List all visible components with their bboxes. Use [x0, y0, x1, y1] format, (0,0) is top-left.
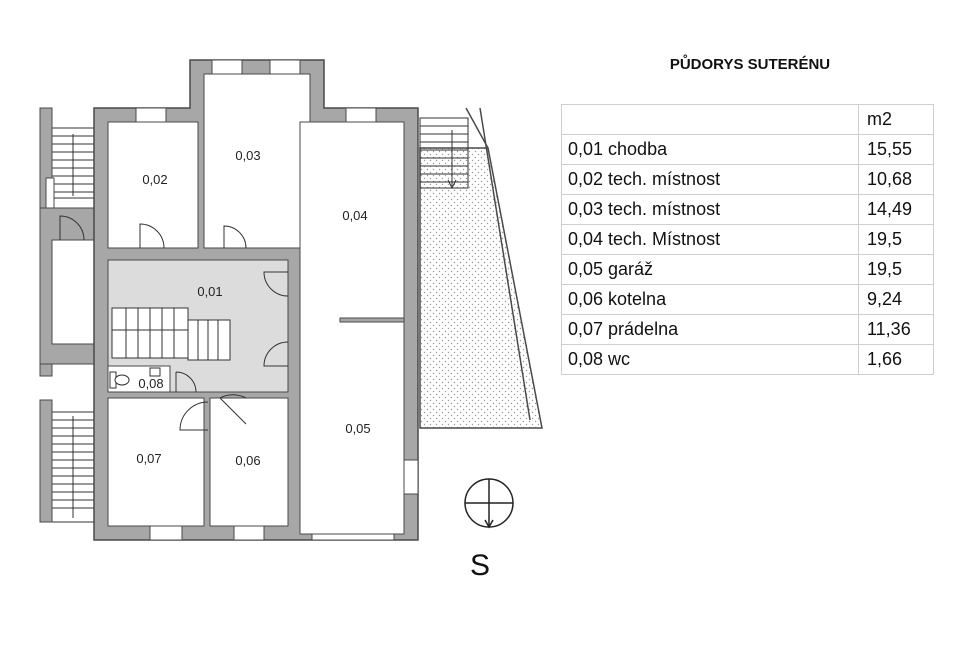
table-header-unit: m2: [858, 104, 934, 135]
right-stair: [419, 117, 469, 190]
table-row: 0,08 wc 1,66: [561, 344, 934, 375]
room-area: 1,66: [858, 344, 934, 375]
table-row: 0,01 chodba 15,55: [561, 134, 934, 165]
room-name: 0,01 chodba: [561, 134, 859, 165]
terrace: [419, 147, 543, 429]
table-row: 0,03 tech. místnost 14,49: [561, 194, 934, 225]
room-area: 14,49: [858, 194, 934, 225]
room-007: [107, 397, 205, 527]
room-name: 0,06 kotelna: [561, 284, 859, 315]
room-label-004: 0,04: [342, 208, 367, 223]
table-row: 0,06 kotelna 9,24: [561, 284, 934, 315]
north-arrow-icon: [464, 478, 514, 529]
room-name: 0,07 prádelna: [561, 314, 859, 345]
room-label-001: 0,01: [197, 284, 222, 299]
doors: [59, 215, 289, 431]
area-table: m2 0,01 chodba 15,55 0,02 tech. místnost…: [561, 104, 934, 375]
room-name: 0,03 tech. místnost: [561, 194, 859, 225]
room-area: 10,68: [858, 164, 934, 195]
room-label-006: 0,06: [235, 453, 260, 468]
room-006: [209, 397, 289, 527]
page-title: PŮDORYS SUTERÉNU: [669, 56, 831, 73]
room-name: 0,04 tech. Místnost: [561, 224, 859, 255]
room-area: 19,5: [858, 224, 934, 255]
terrace-edge: [465, 107, 489, 149]
room-label-005: 0,05: [345, 421, 370, 436]
north-label: S: [470, 549, 490, 582]
room-area: 15,55: [858, 134, 934, 165]
room-004-005: [299, 121, 405, 535]
room-area: 19,5: [858, 254, 934, 285]
room-label-008: 0,08: [138, 376, 163, 391]
table-header-empty: [561, 104, 859, 135]
wc-fixture: [109, 367, 161, 389]
room-name: 0,08 wc: [561, 344, 859, 375]
hall-stair: [111, 307, 231, 361]
room-label-007: 0,07: [136, 451, 161, 466]
room-003: [203, 73, 311, 249]
room-name: 0,05 garáž: [561, 254, 859, 285]
table-row: 0,02 tech. místnost 10,68: [561, 164, 934, 195]
partition: [339, 317, 405, 323]
room-label-003: 0,03: [235, 148, 260, 163]
room-002: [107, 121, 199, 249]
windows: [135, 59, 419, 541]
room-area: 9,24: [858, 284, 934, 315]
room-label-002: 0,02: [142, 172, 167, 187]
table-header-row: m2: [561, 104, 934, 135]
table-row: 0,07 prádelna 11,36: [561, 314, 934, 345]
room-area: 11,36: [858, 314, 934, 345]
room-name: 0,02 tech. místnost: [561, 164, 859, 195]
table-row: 0,04 tech. Místnost 19,5: [561, 224, 934, 255]
table-row: 0,05 garáž 19,5: [561, 254, 934, 285]
